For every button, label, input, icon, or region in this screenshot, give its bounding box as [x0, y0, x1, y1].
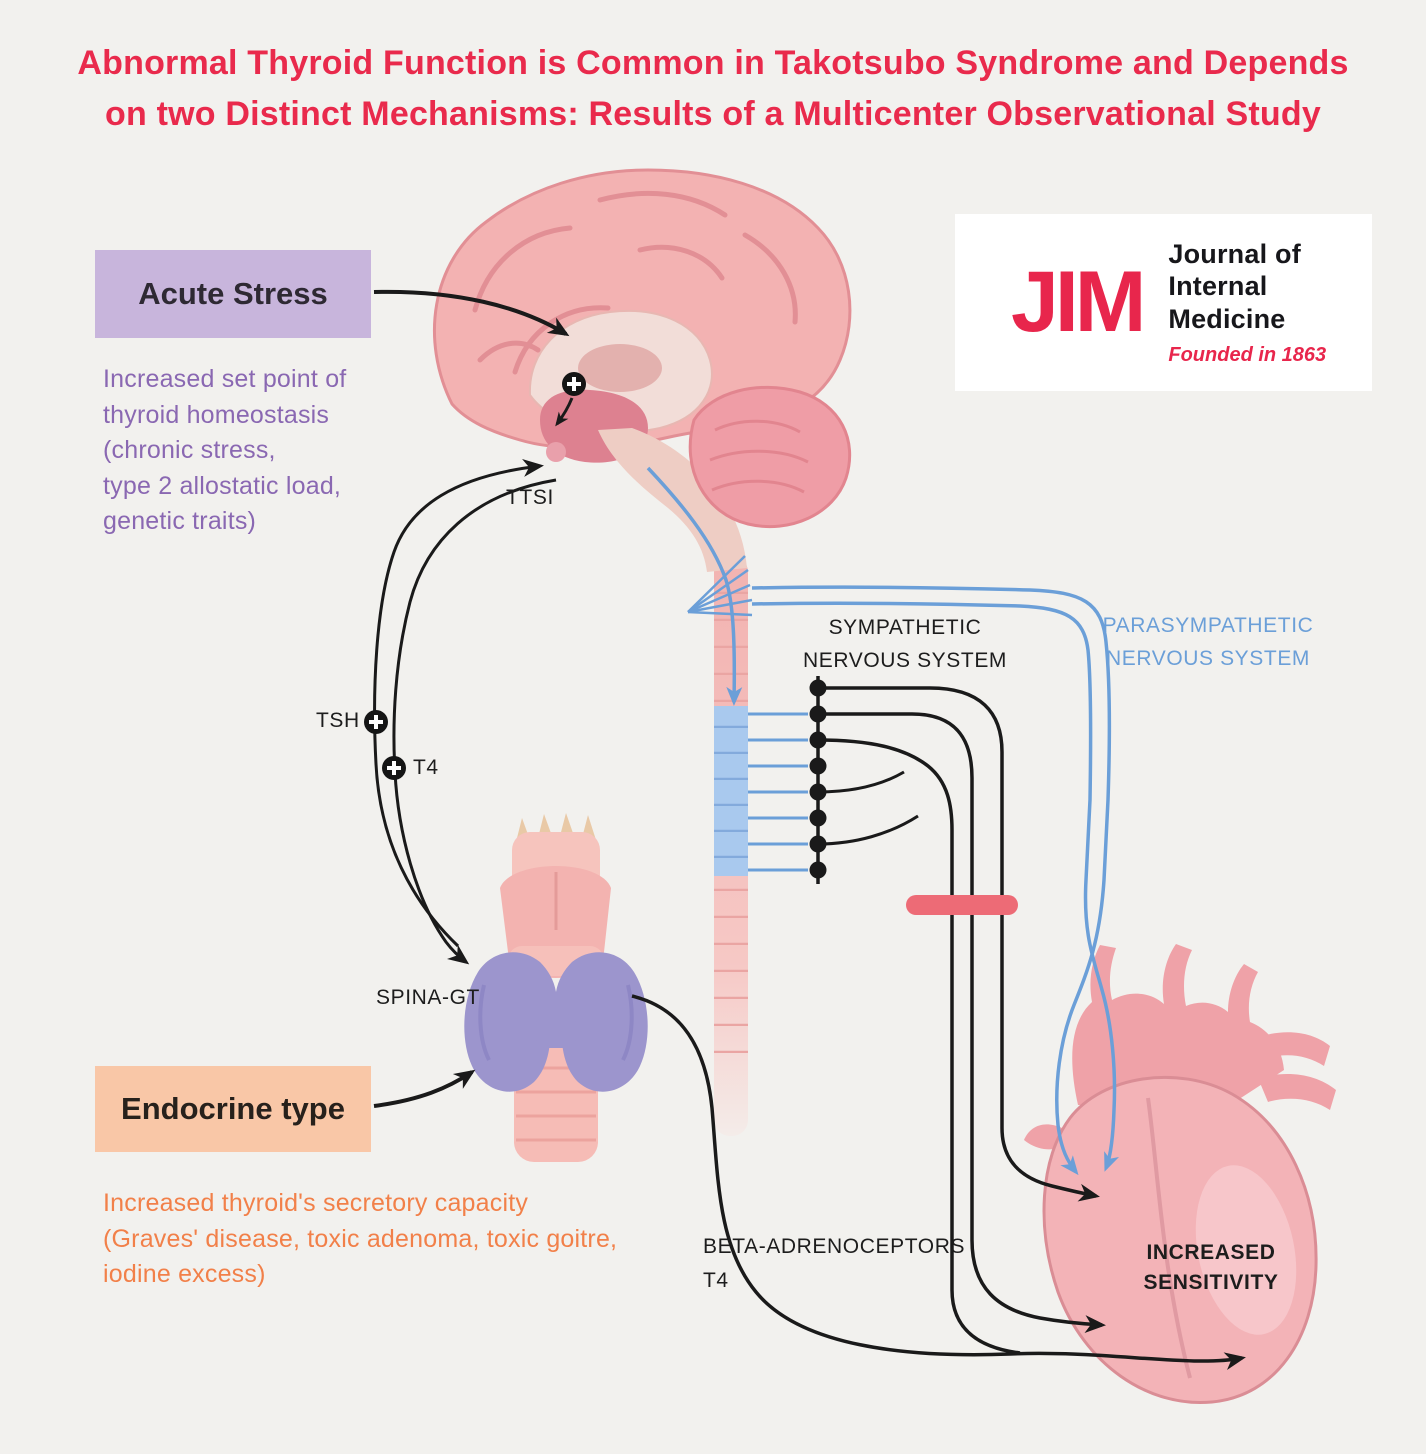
thyroid-feedback-loop [373, 459, 557, 965]
title-line-2: on two Distinct Mechanisms: Results of a… [105, 95, 1321, 133]
journal-founded: Founded in 1863 [1168, 344, 1327, 367]
plus-icon [364, 710, 388, 734]
plus-icon [562, 372, 586, 396]
t4-pathway [631, 994, 1246, 1371]
parasympathetic-pathways [646, 466, 1119, 1176]
tsh-label: TSH [316, 709, 360, 732]
beta-adrenoceptors-label: BETA-ADRENOCEPTORS T4 [703, 1235, 966, 1292]
title-line-1: Abnormal Thyroid Function is Common in T… [77, 44, 1349, 82]
t4-label: T4 [413, 756, 439, 779]
endocrine-type-label: Endocrine type [121, 1091, 345, 1126]
thyroid-illustration [464, 813, 648, 1162]
ttsi-label: TTSI [506, 486, 554, 509]
spinal-cord-illustration [714, 556, 748, 1136]
endocrine-type-description: Increased thyroid's secretory capacity (… [103, 1189, 618, 1288]
endocrine-type-box: Endocrine type [95, 1066, 371, 1152]
brain-illustration [433, 168, 852, 572]
plus-icon [382, 756, 406, 780]
page-title: Abnormal Thyroid Function is Common in T… [0, 38, 1426, 140]
increased-sensitivity-label: INCREASED SENSITIVITY [1143, 1241, 1279, 1295]
jim-logo-acronym: JIM [1011, 253, 1146, 350]
journal-name-line-2: Internal Medicine [1168, 271, 1286, 334]
journal-name-line-1: Journal of [1168, 238, 1301, 269]
endocrine-type-arrow [373, 1069, 476, 1108]
sympathetic-pathways [817, 686, 1106, 1355]
jim-logo: JIM Journal of Internal Medicine Founded… [955, 214, 1372, 391]
spina-gt-label: SPINA-GT [376, 986, 480, 1009]
parasympathetic-nervous-system-label: PARASYMPATHETIC NERVOUS SYSTEM [1102, 614, 1314, 670]
acute-stress-arrow [373, 289, 574, 427]
jim-logo-text: Journal of Internal Medicine Founded in … [1168, 238, 1372, 367]
acute-stress-label: Acute Stress [138, 276, 328, 311]
block-bar [906, 895, 1018, 915]
sympathetic-chain [748, 676, 827, 884]
sympathetic-nervous-system-label: SYMPATHETIC NERVOUS SYSTEM [802, 616, 1008, 672]
acute-stress-description: Increased set point of thyroid homeostas… [103, 365, 347, 535]
acute-stress-box: Acute Stress [95, 250, 371, 338]
